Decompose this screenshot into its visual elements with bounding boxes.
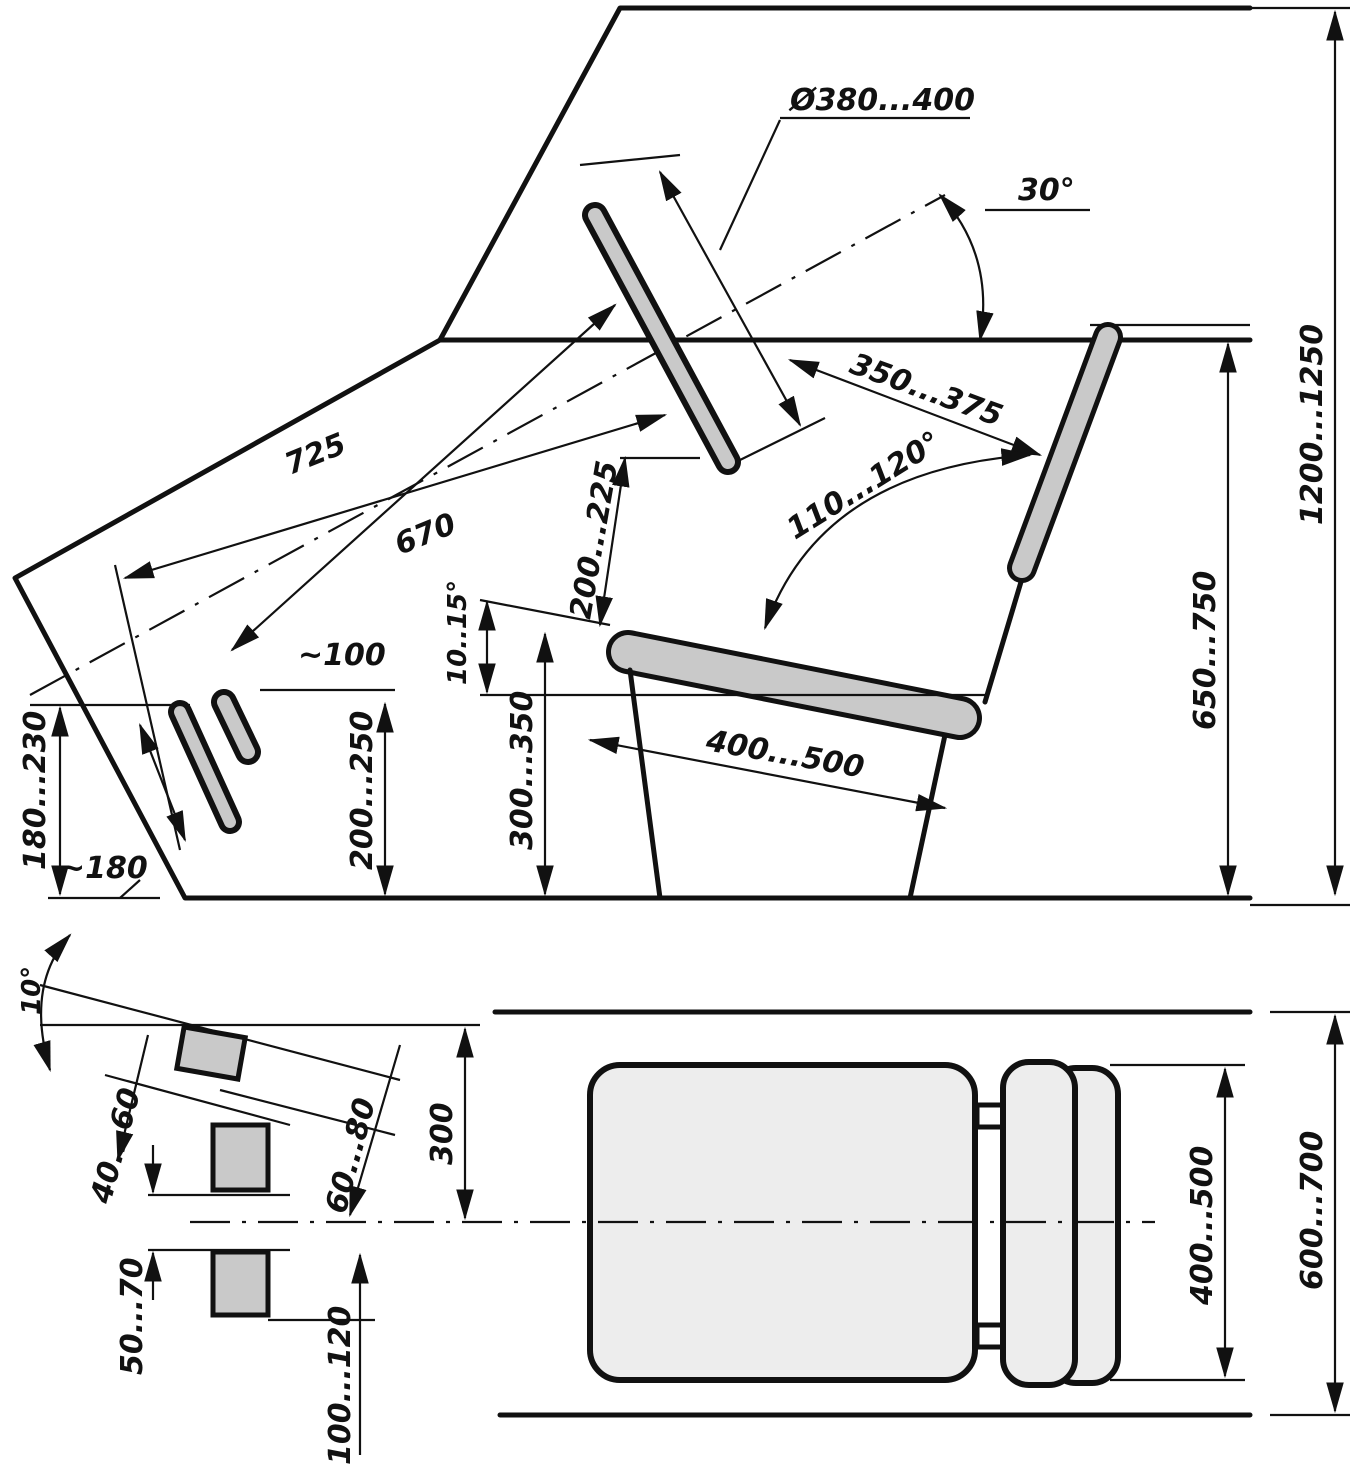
label-wheel-diameter: Ø380...400 bbox=[788, 83, 975, 118]
pedal-large-fill bbox=[174, 706, 236, 828]
label-pedal-height-a: 180...230 bbox=[18, 711, 53, 870]
label-pedal-gap: ~100 bbox=[298, 638, 386, 673]
label-reach-725: 725 bbox=[280, 427, 351, 483]
top-dimension-lines bbox=[33, 933, 1350, 1455]
label-pedal-width-a: 40...60 bbox=[84, 1084, 149, 1208]
seat-cushion-fill bbox=[611, 635, 977, 735]
seat-cushion-top bbox=[587, 1062, 978, 1383]
side-view: Ø380...400 30° 350...375 725 670 200...2… bbox=[12, 5, 1350, 907]
pedal-top-1 bbox=[173, 1024, 249, 1082]
label-pedal-width-b: 60...80 bbox=[319, 1094, 383, 1217]
label-total-height: 1200...1250 bbox=[1295, 324, 1330, 525]
pedal-small-fill bbox=[217, 695, 255, 759]
label-pedal-length: ~180 bbox=[60, 851, 148, 886]
pedal-top-3 bbox=[210, 1249, 271, 1318]
label-wheel-height: 200...225 bbox=[563, 458, 625, 621]
label-offset: 300 bbox=[425, 1102, 460, 1165]
label-reach-670: 670 bbox=[390, 507, 461, 563]
seat-back-fill bbox=[1012, 327, 1118, 578]
label-pedal-height-b: 200...250 bbox=[345, 711, 380, 870]
seat-connector bbox=[974, 1322, 1006, 1350]
seat-leg-front bbox=[627, 667, 663, 901]
pedal-top-2 bbox=[210, 1122, 271, 1193]
top-view: 10° 40...60 60...80 300 50...70 100...12… bbox=[17, 933, 1350, 1465]
label-pedal-angle: 10° bbox=[17, 966, 47, 1015]
label-pedal-gap-top: 50...70 bbox=[115, 1257, 150, 1375]
label-column-angle: 30° bbox=[1018, 173, 1075, 208]
label-back-height: 650...750 bbox=[1188, 571, 1223, 730]
label-cabin-width: 600...700 bbox=[1295, 1131, 1330, 1290]
seat-back-front bbox=[1000, 1059, 1078, 1388]
label-pedal-spacing: 100...120 bbox=[323, 1306, 358, 1465]
label-seat-tilt: 10..15° bbox=[443, 580, 473, 685]
dimension-lines bbox=[30, 6, 1350, 907]
label-back-angle: 110...120° bbox=[781, 425, 947, 547]
seat-leg-rear bbox=[907, 732, 948, 901]
seat-connector bbox=[974, 1102, 1006, 1130]
label-seat-width: 400...500 bbox=[1185, 1146, 1220, 1306]
label-seat-height: 300...350 bbox=[505, 691, 540, 850]
